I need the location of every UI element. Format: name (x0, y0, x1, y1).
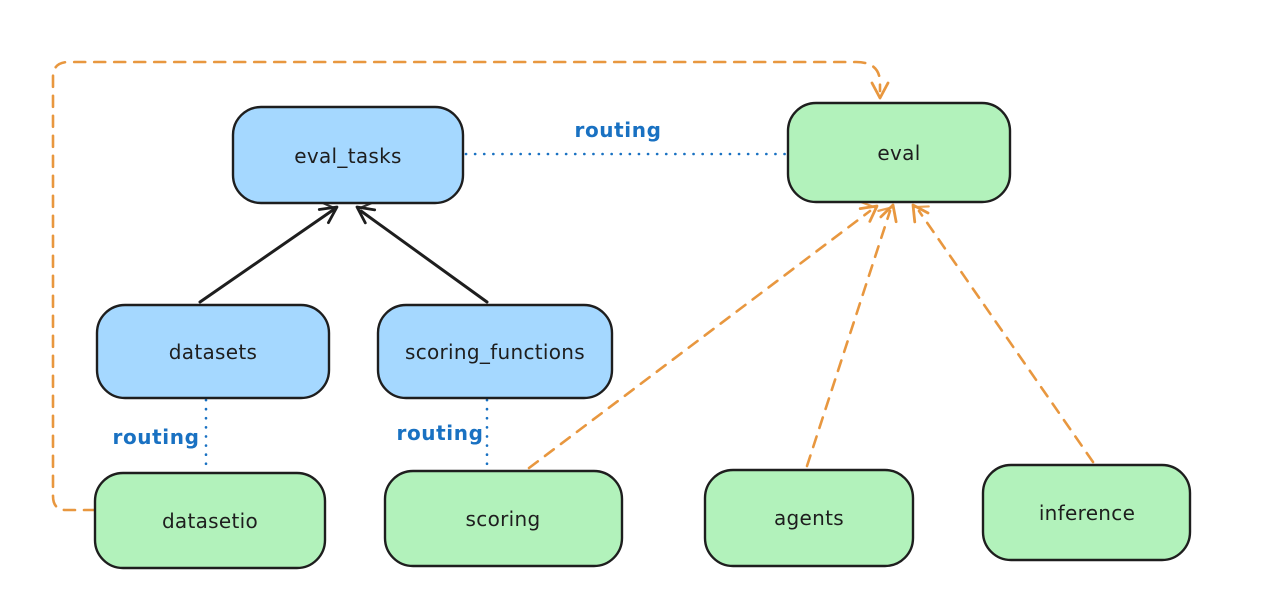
routing-label-scoring-functions-scoring: routing (396, 421, 483, 445)
node-inference: inference (981, 463, 1192, 562)
edge-datasets-to-eval-tasks (198, 201, 339, 304)
arrowhead (858, 204, 879, 223)
node-scoring-label: scoring (466, 507, 541, 531)
node-eval: eval (786, 101, 1012, 204)
edge-agents-to-eval (805, 203, 898, 468)
node-scoring: scoring (383, 469, 624, 568)
node-eval-tasks-box (231, 105, 465, 205)
node-scoring-functions: scoring_functions (376, 303, 614, 400)
arrowhead (870, 81, 890, 100)
arrowhead (317, 205, 339, 225)
node-datasetio: datasetio (93, 471, 327, 570)
node-datasetio-label: datasetio (162, 509, 258, 533)
node-scoring-box (383, 469, 624, 568)
arrowhead-echo (912, 205, 930, 209)
node-datasets-label: datasets (169, 340, 257, 364)
node-datasetio-box (93, 471, 327, 570)
node-datasets-box (95, 303, 331, 400)
node-agents: agents (703, 468, 915, 568)
routing-label-datasets-datasetio: routing (112, 425, 199, 449)
node-scoring-functions-box (376, 303, 614, 400)
routing-label-eval-tasks-eval: routing (574, 118, 661, 142)
node-eval-tasks: eval_tasks (231, 105, 465, 205)
node-agents-box (703, 468, 915, 568)
node-inference-label: inference (1039, 501, 1135, 525)
edge-scoring-functions-to-eval-tasks (355, 202, 489, 304)
arrowhead (911, 203, 930, 224)
node-eval-box (786, 101, 1012, 204)
edge-datasetio-to-eval (51, 60, 890, 512)
node-eval-label: eval (877, 141, 920, 165)
node-scoring-functions-label: scoring_functions (405, 340, 585, 364)
arrowhead-echo (877, 206, 894, 212)
edge-inference-to-eval (911, 203, 1095, 464)
arrowhead (879, 203, 898, 224)
node-eval-tasks-label: eval_tasks (294, 144, 401, 168)
node-datasets: datasets (95, 303, 331, 400)
arrowhead (355, 205, 377, 225)
node-inference-box (981, 463, 1192, 562)
node-agents-label: agents (774, 506, 844, 530)
